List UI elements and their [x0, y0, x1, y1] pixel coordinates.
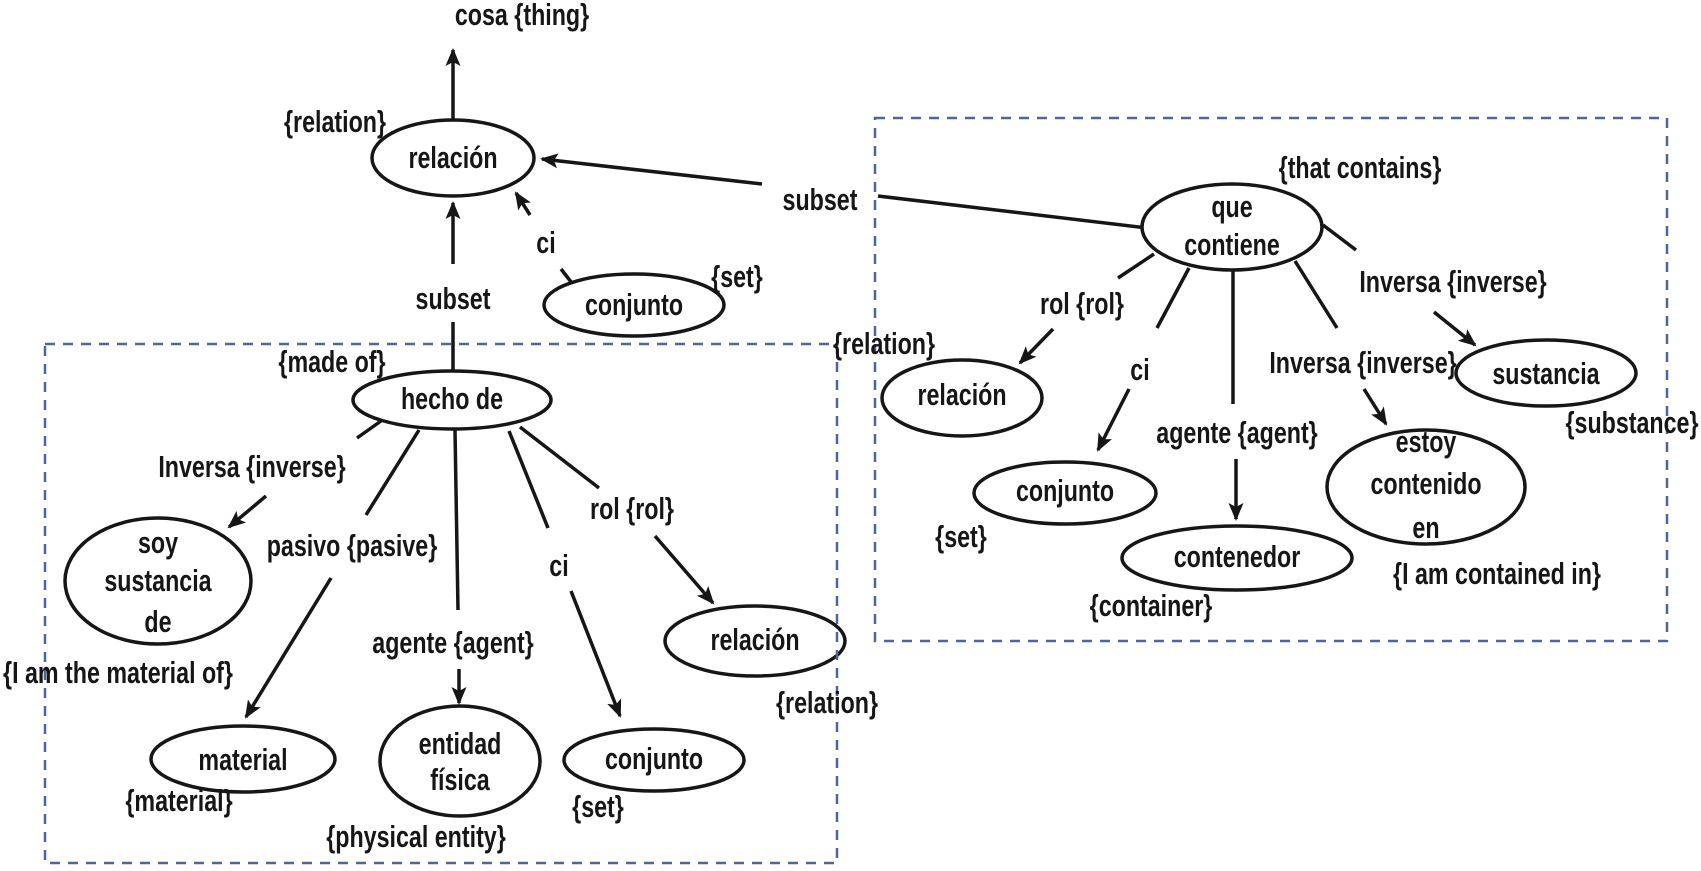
svg-text:estoy: estoy	[1396, 424, 1457, 459]
svg-text:Inversa {inverse}: Inversa {inverse}	[1359, 264, 1547, 299]
svg-text:agente {agent}: agente {agent}	[372, 625, 534, 660]
svg-text:{set}: {set}	[935, 519, 987, 554]
svg-text:relación: relación	[408, 140, 497, 175]
svg-text:relación: relación	[917, 377, 1006, 412]
svg-text:que: que	[1211, 189, 1252, 224]
svg-text:pasivo {pasive}: pasivo {pasive}	[267, 528, 438, 563]
svg-text:en: en	[1412, 510, 1439, 545]
svg-text:{relation}: {relation}	[284, 104, 386, 139]
svg-text:{material}: {material}	[125, 783, 233, 818]
svg-text:ci: ci	[536, 225, 555, 260]
svg-text:{that contains}: {that contains}	[1279, 150, 1442, 185]
svg-text:{substance}: {substance}	[1565, 405, 1698, 440]
svg-text:Inversa {inverse}: Inversa {inverse}	[158, 449, 346, 484]
svg-text:rol {rol}: rol {rol}	[1040, 286, 1124, 321]
svg-text:sustancia: sustancia	[104, 563, 212, 598]
svg-text:subset: subset	[783, 182, 858, 217]
svg-text:{relation}: {relation}	[833, 326, 935, 361]
svg-text:{relation}: {relation}	[776, 685, 878, 720]
svg-text:{physical entity}: {physical entity}	[326, 819, 506, 854]
svg-text:{I am contained in}: {I am contained in}	[1393, 556, 1601, 591]
svg-text:hecho de: hecho de	[401, 381, 503, 416]
svg-text:agente {agent}: agente {agent}	[1156, 415, 1318, 450]
svg-text:{set}: {set}	[572, 789, 624, 824]
svg-text:conjunto: conjunto	[1016, 473, 1114, 508]
svg-text:{container}: {container}	[1090, 588, 1213, 623]
svg-text:cosa {thing}: cosa {thing}	[455, 0, 590, 32]
svg-text:rol {rol}: rol {rol}	[590, 491, 674, 526]
svg-text:material: material	[198, 742, 287, 777]
svg-text:contiene: contiene	[1184, 227, 1280, 262]
svg-text:entidad: entidad	[419, 726, 502, 761]
svg-text:soy: soy	[138, 525, 179, 560]
svg-text:contenido: contenido	[1370, 466, 1481, 501]
svg-text:ci: ci	[549, 548, 568, 583]
svg-text:Inversa {inverse}: Inversa {inverse}	[1269, 345, 1457, 380]
svg-text:subset: subset	[416, 281, 491, 316]
svg-text:contenedor: contenedor	[1174, 539, 1301, 574]
svg-text:relación: relación	[710, 622, 799, 657]
svg-text:{set}: {set}	[711, 259, 763, 294]
svg-text:{made of}: {made of}	[278, 344, 385, 379]
svg-text:física: física	[430, 762, 490, 797]
svg-text:ci: ci	[1130, 352, 1149, 387]
svg-text:conjunto: conjunto	[605, 741, 703, 776]
svg-text:sustancia: sustancia	[1492, 356, 1600, 391]
svg-text:conjunto: conjunto	[585, 287, 683, 322]
svg-text:{I am the material of}: {I am the material of}	[3, 655, 233, 690]
svg-text:de: de	[144, 604, 171, 639]
